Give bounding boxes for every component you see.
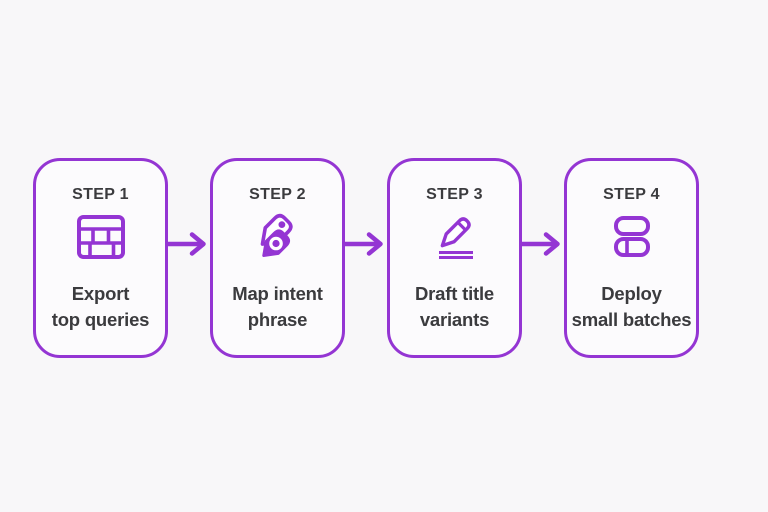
step-label: STEP 2 (249, 186, 306, 203)
batch-rows-icon (604, 212, 660, 262)
flow-arrow-icon (168, 231, 210, 257)
step-card-4: STEP 4 Deploy small batches (564, 158, 699, 358)
step-label: STEP 1 (72, 186, 129, 203)
step-title: Map intent phrase (232, 283, 323, 330)
steps-row: STEP 1 Export top queries (33, 158, 699, 358)
step-title: Deploy small batches (571, 283, 692, 330)
step-card-1: STEP 1 Export top queries (33, 158, 168, 358)
step-title: Export top queries (51, 283, 150, 330)
step-card-3: STEP 3 Draft title variants (387, 158, 522, 358)
step-title: Draft title variants (415, 283, 494, 330)
step-card-2: STEP 2 Map intent phrase (210, 158, 345, 358)
pencil-icon (427, 212, 483, 262)
flow-arrow-icon (345, 231, 387, 257)
tags-icon (250, 212, 306, 262)
step-label: STEP 4 (603, 186, 660, 203)
flow-arrow-icon (522, 231, 564, 257)
table-icon (73, 212, 129, 262)
step-label: STEP 3 (426, 186, 483, 203)
